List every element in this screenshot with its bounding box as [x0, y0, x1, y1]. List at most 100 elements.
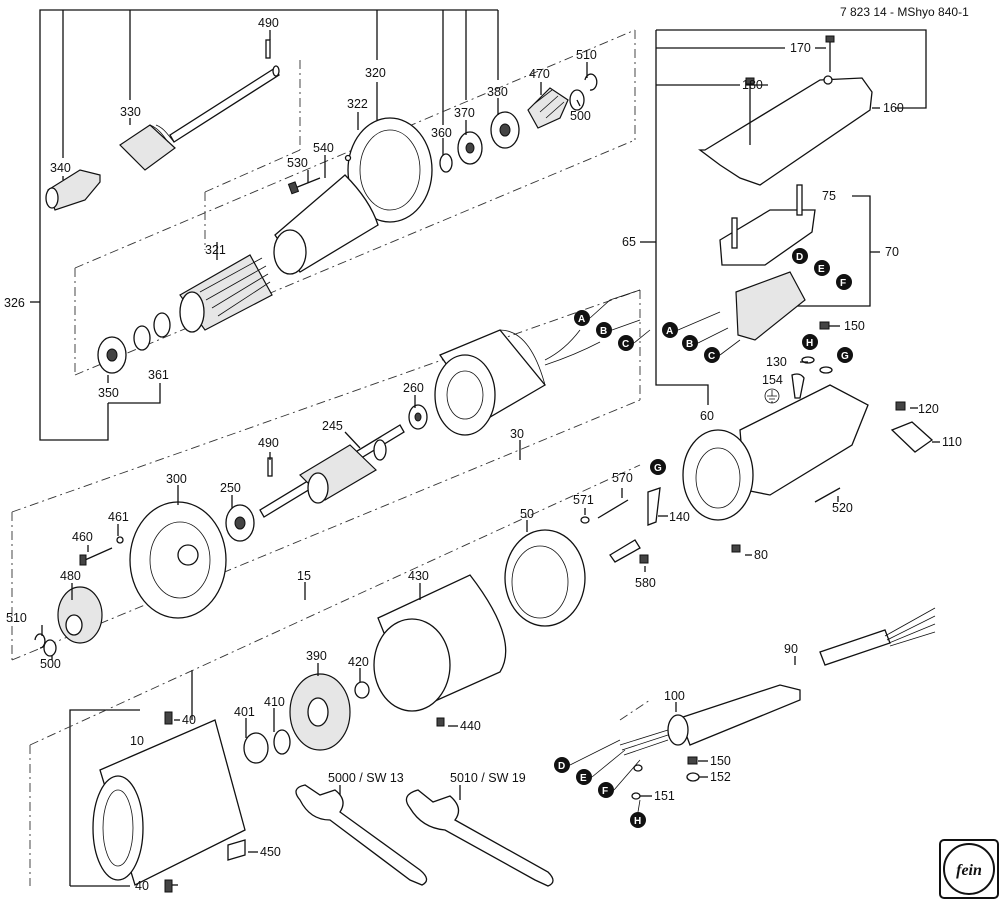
label-570: 570	[612, 471, 633, 485]
pinion-470	[527, 87, 569, 129]
screw-40-top	[164, 711, 173, 725]
svg-text:H: H	[806, 338, 813, 349]
screw-80	[731, 544, 741, 553]
label-520: 520	[832, 501, 853, 515]
label-40-top: 40	[182, 713, 196, 727]
label-350: 350	[98, 386, 119, 400]
marker-a-mid: A	[662, 322, 678, 338]
label-460: 460	[72, 530, 93, 544]
screw-440	[436, 717, 445, 727]
label-5000: 5000 / SW 13	[328, 771, 404, 785]
label-15: 15	[297, 569, 311, 583]
marker-g-top: G	[837, 347, 853, 363]
label-5010: 5010 / SW 19	[450, 771, 526, 785]
label-70: 70	[885, 245, 899, 259]
top-assembly-parts	[45, 39, 598, 374]
label-65: 65	[622, 235, 636, 249]
label-150: 150	[844, 319, 865, 333]
marker-b-top: B	[596, 322, 612, 338]
washer-152	[686, 772, 700, 782]
ring-360	[439, 153, 453, 173]
right-assembly-parts	[580, 35, 936, 800]
svg-text:C: C	[622, 339, 629, 350]
marker-e-bottom: E	[576, 769, 592, 785]
marker-d-bottom: D	[554, 757, 570, 773]
marker-h-bottom: H	[630, 812, 646, 828]
pin-490	[267, 457, 273, 477]
svg-text:H: H	[634, 816, 641, 827]
svg-text:B: B	[686, 339, 693, 350]
label-361: 361	[148, 368, 169, 382]
switch-cover-160	[698, 77, 873, 186]
cable-90	[819, 629, 891, 666]
label-60: 60	[700, 409, 714, 423]
label-360: 360	[431, 126, 452, 140]
label-430: 430	[408, 569, 429, 583]
screw-120	[895, 401, 906, 411]
svg-text:G: G	[654, 463, 662, 474]
label-30: 30	[510, 427, 524, 441]
middle-assembly-parts	[34, 329, 601, 893]
label-140: 140	[669, 510, 690, 524]
part-580	[609, 539, 641, 563]
screw-150-bottom	[687, 756, 698, 765]
screw-570	[597, 499, 629, 519]
label-154: 154	[762, 373, 783, 387]
wrench-5010	[405, 789, 554, 887]
marker-a-top: A	[574, 310, 590, 326]
label-370: 370	[454, 106, 475, 120]
label-326: 326	[4, 296, 25, 310]
washer-500	[43, 639, 57, 657]
label-160: 160	[883, 101, 904, 115]
label-450: 450	[260, 845, 281, 859]
label-380: 380	[487, 85, 508, 99]
marker-d-top: D	[792, 248, 808, 264]
label-500-top: 500	[570, 109, 591, 123]
label-110: 110	[942, 435, 962, 449]
label-180: 180	[742, 78, 763, 92]
label-440: 440	[460, 719, 481, 733]
handle-housing-60	[739, 384, 869, 496]
document-number: 7 823 14 - MShyo 840-1	[840, 5, 969, 19]
label-90: 90	[784, 642, 798, 656]
marker-g-mid: G	[650, 459, 666, 475]
part-labels: 490 330 340 320 322 530 540 326 321 350 …	[4, 16, 962, 893]
collet-340	[47, 169, 101, 211]
label-571: 571	[573, 493, 594, 507]
label-130: 130	[766, 355, 787, 369]
label-260: 260	[403, 381, 424, 395]
logo-text: fein	[956, 862, 982, 879]
label-410: 410	[264, 695, 285, 709]
label-10: 10	[130, 734, 144, 748]
svg-text:F: F	[840, 278, 846, 289]
circlip-510	[34, 633, 46, 649]
leader-brackets	[30, 9, 927, 887]
label-152: 152	[710, 770, 731, 784]
part-420	[354, 681, 370, 699]
spindle-shaft	[169, 67, 280, 143]
switch-70	[735, 271, 806, 341]
label-530: 530	[287, 156, 308, 170]
svg-text:F: F	[602, 786, 608, 797]
pin-490-top	[265, 39, 271, 59]
label-80: 80	[754, 548, 768, 562]
callout-leaders	[41, 30, 940, 886]
marker-h-top: H	[802, 334, 818, 350]
label-401: 401	[234, 705, 255, 719]
label-390: 390	[306, 649, 327, 663]
label-500: 500	[40, 657, 61, 671]
screw-170	[825, 35, 835, 43]
cable-sleeve-100	[679, 684, 801, 746]
clip-450	[227, 839, 246, 861]
clamp-110	[890, 421, 934, 453]
fein-logo: fein	[939, 839, 999, 899]
gear-480	[57, 586, 103, 644]
washer-151	[631, 792, 641, 800]
label-321: 321	[205, 243, 226, 257]
svg-text:B: B	[600, 326, 607, 337]
ring-410	[273, 729, 291, 755]
label-75: 75	[822, 189, 836, 203]
housing-50	[504, 529, 586, 627]
wrench-5000	[295, 784, 428, 886]
